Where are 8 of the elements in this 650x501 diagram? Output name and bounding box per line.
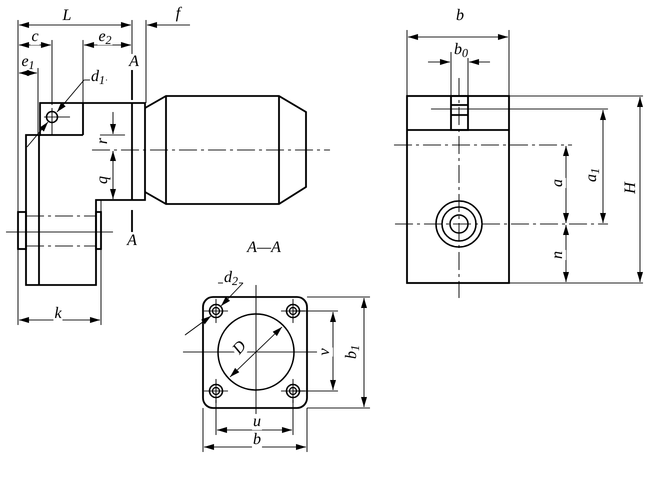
dimension-label: b [252, 432, 262, 448]
dimension-label: k [53, 306, 63, 322]
dimension-label: d$_{2}$ [223, 270, 239, 286]
dimension-label: u [252, 414, 262, 430]
dimension-label: b$_{0}$ [453, 42, 469, 58]
dimension-label: f [174, 6, 182, 22]
dimension-label: d$_{1}$ [90, 69, 106, 85]
dimension-label: v [317, 347, 333, 357]
